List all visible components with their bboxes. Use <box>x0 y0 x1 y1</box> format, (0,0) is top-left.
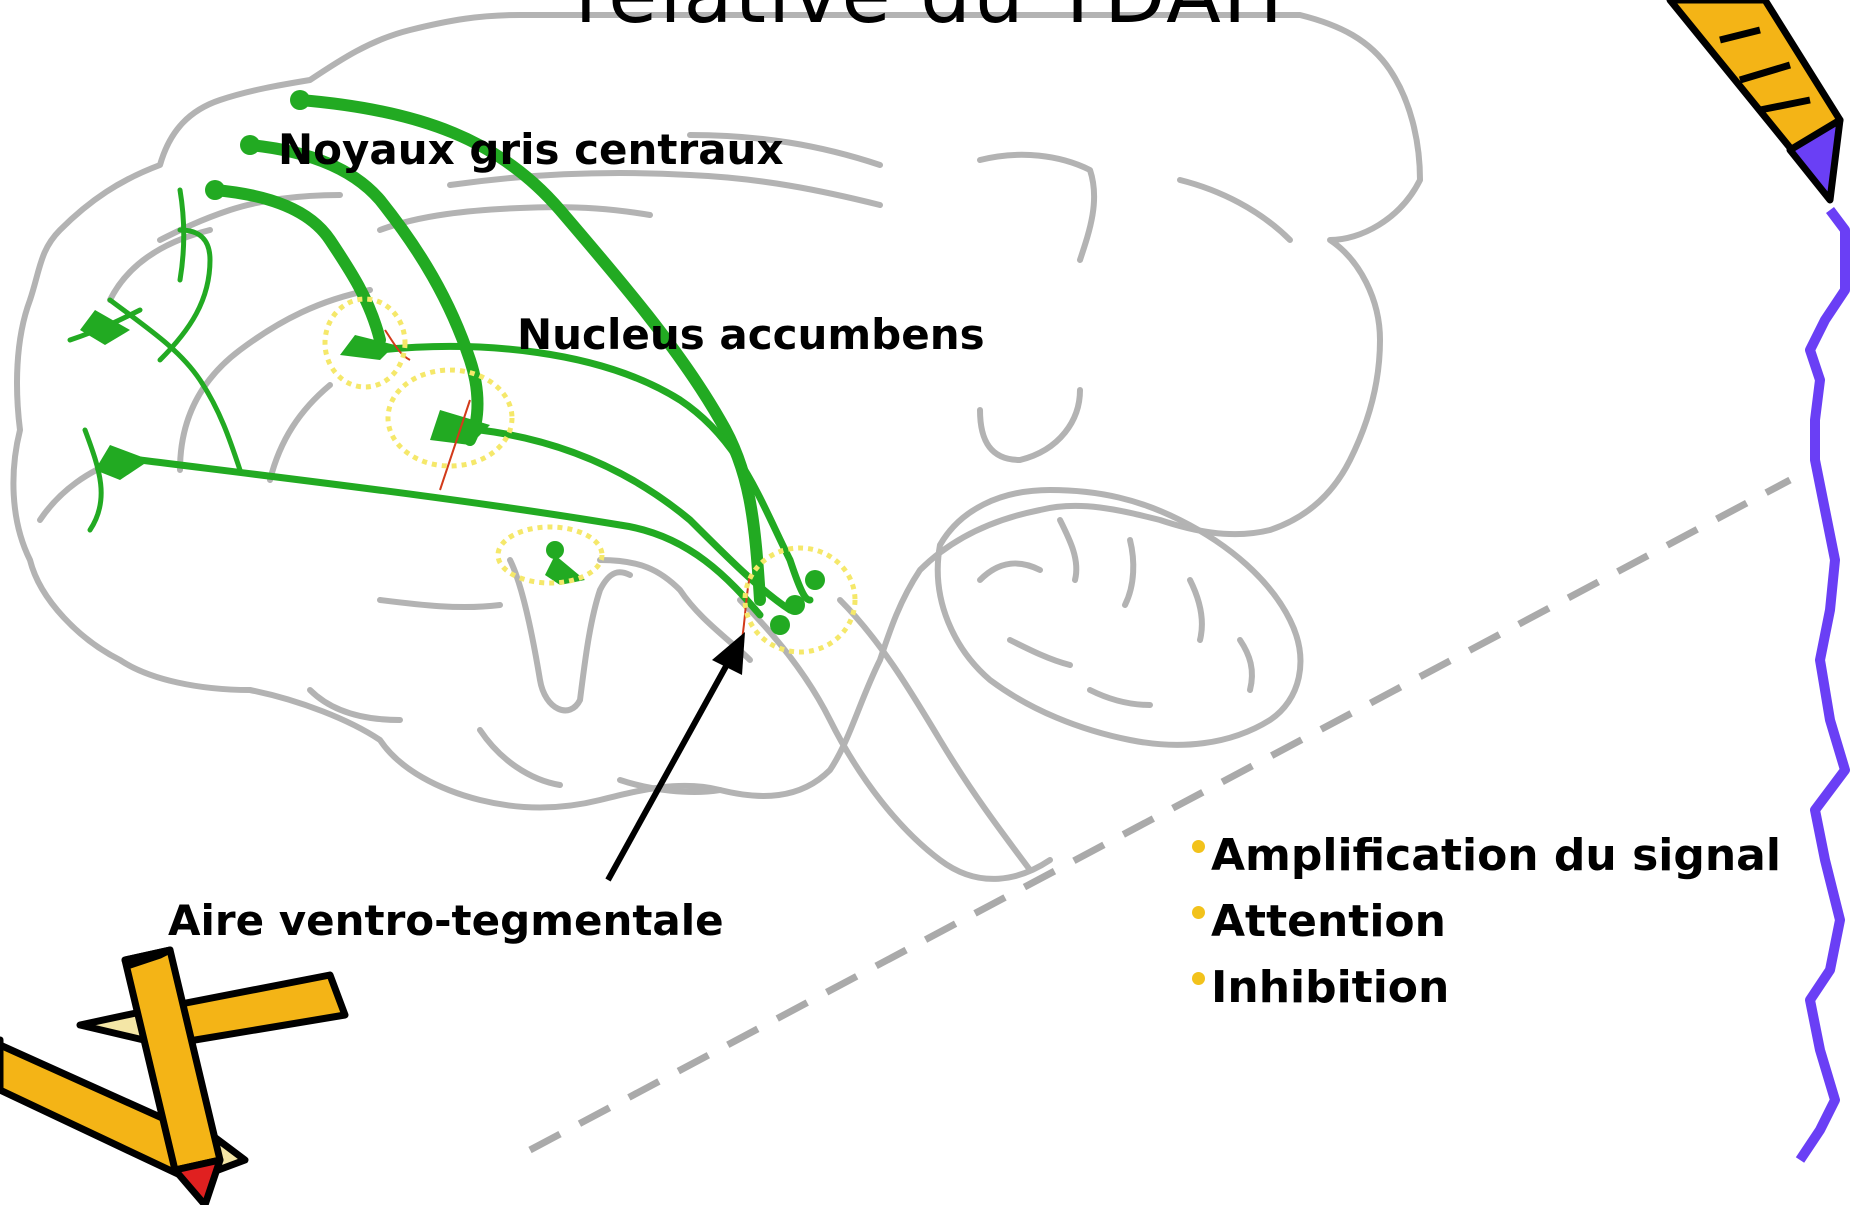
brain-fold-8 <box>980 390 1080 460</box>
pathway-branch-1 <box>110 300 240 470</box>
brainstem-inner <box>840 600 1030 870</box>
cerebellum-fold-1 <box>980 563 1040 580</box>
brain-fold-13 <box>310 690 400 720</box>
pathway-branch-4 <box>85 430 101 530</box>
pathway-medium-1 <box>380 347 810 600</box>
bullet-item: Amplification du signal <box>1192 826 1781 892</box>
bullet-text: Amplification du signal <box>1211 826 1781 886</box>
cerebellum-outline <box>938 490 1301 745</box>
neuron-dot-1 <box>290 90 310 110</box>
slide-title: relative du TDAH <box>530 0 1330 41</box>
neuron-dot-2 <box>240 135 260 155</box>
brain-fold-4 <box>380 207 650 230</box>
brain-fold-10 <box>270 385 330 480</box>
bullet-text: Inhibition <box>1211 958 1449 1018</box>
brain-fold-12 <box>380 600 500 607</box>
vta-arrow <box>608 632 745 880</box>
pencil-clipart-icon <box>1670 0 1840 200</box>
cerebellum-fold-6 <box>1010 640 1070 665</box>
dashed-diagonal-line <box>530 480 1790 1150</box>
vta-arrow-line <box>608 650 735 880</box>
brain-fold-9 <box>1180 180 1290 240</box>
cerebellum-fold-7 <box>1090 690 1150 705</box>
cerebellum-fold-2 <box>1060 520 1076 580</box>
crossed-pencils-clipart-icon <box>0 950 345 1205</box>
cerebellum-fold-3 <box>1125 540 1133 605</box>
purple-wavy-border <box>1800 210 1845 1160</box>
neuron-body-4 <box>80 310 130 345</box>
label-vta: Aire ventro-tegmentale <box>168 896 724 945</box>
bullet-list: Amplification du signal Attention Inhibi… <box>1192 826 1781 1024</box>
bullet-item: Inhibition <box>1192 958 1781 1024</box>
cerebellum-fold-4 <box>1190 580 1202 640</box>
brain-fold-5 <box>450 173 880 205</box>
bullet-dot-icon <box>1192 840 1205 853</box>
cerebellum <box>938 490 1301 745</box>
neuron-dot-5 <box>785 595 805 615</box>
neuron-dot-4 <box>805 570 825 590</box>
neuron-dot-6 <box>770 615 790 635</box>
neuron-dot-3 <box>205 180 225 200</box>
bullet-text: Attention <box>1211 892 1446 952</box>
brain-fold-16 <box>480 730 560 785</box>
bullet-dot-icon <box>1192 906 1205 919</box>
pathway-medium-3 <box>140 460 760 615</box>
cerebellum-fold-5 <box>1240 640 1252 690</box>
pencil-c-tip <box>175 1160 220 1205</box>
bullet-dot-icon <box>1192 972 1205 985</box>
pathway-branch-3 <box>180 190 184 280</box>
brain-fold-7 <box>980 155 1094 260</box>
bullet-item: Attention <box>1192 892 1781 958</box>
label-nucleus-accumbens: Nucleus accumbens <box>517 310 985 359</box>
label-basal-ganglia: Noyaux gris centraux <box>278 125 784 174</box>
neuron-body-3 <box>95 445 150 480</box>
neuron-body-1 <box>340 335 395 360</box>
